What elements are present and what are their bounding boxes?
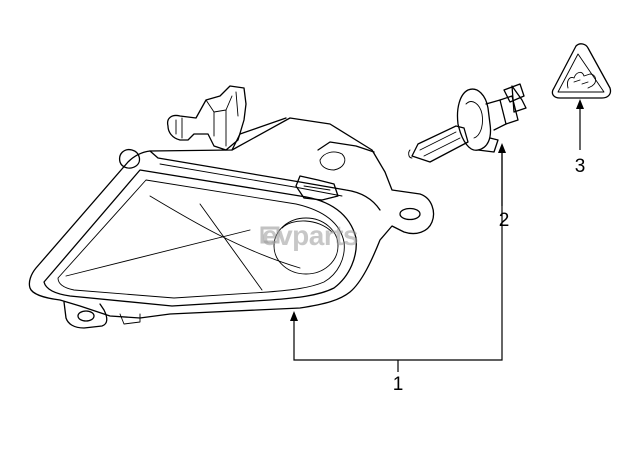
connector-bracket xyxy=(166,85,247,151)
reflector-window xyxy=(273,217,339,275)
label-triangle-outer xyxy=(551,43,612,99)
warning-label[interactable] xyxy=(551,43,612,99)
bulb-glass xyxy=(411,125,469,163)
lens-bezel xyxy=(43,169,357,307)
watermark-logo-icon xyxy=(260,226,280,244)
mounting-hole-right xyxy=(399,207,421,221)
arrowhead-3 xyxy=(576,99,584,109)
label-symbol xyxy=(567,71,597,89)
bulb-pins xyxy=(503,83,527,113)
callout-number-1: 1 xyxy=(393,374,404,395)
bulb[interactable] xyxy=(408,83,527,163)
watermark-text: evparts xyxy=(262,220,358,251)
mounting-tab-bottom xyxy=(63,301,108,329)
arrowhead-2 xyxy=(498,143,506,153)
bulb-base xyxy=(456,88,492,151)
lens-glass xyxy=(57,179,345,299)
lamp-housing-outline xyxy=(28,117,435,319)
fog-lamp-assembly[interactable] xyxy=(28,85,435,329)
label-triangle-inner xyxy=(557,53,605,93)
leader-lines xyxy=(290,99,584,372)
arrowhead-1 xyxy=(290,311,298,321)
adjuster-knob xyxy=(118,148,141,169)
callout-number-3: 3 xyxy=(575,156,586,177)
watermark: evparts xyxy=(260,220,359,251)
callout-number-2: 2 xyxy=(499,210,510,231)
